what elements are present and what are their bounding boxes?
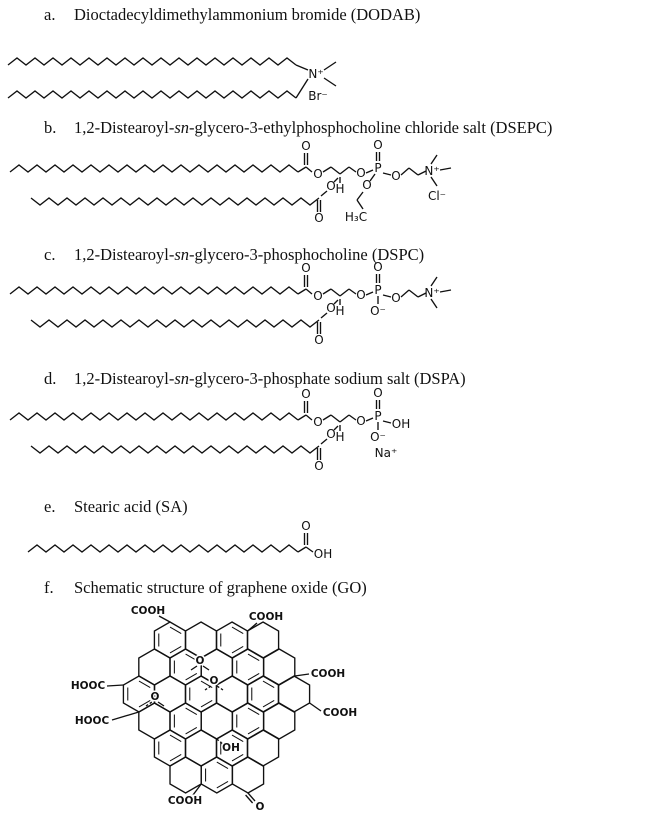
phosphoester-oxygen-label: O [391,169,400,183]
section-d-heading: d. 1,2-Distearoyl-sn-glycero-3-phosphate … [0,369,466,388]
phosphoryl-oxygen-label: O [373,140,382,152]
phosphorus-label: P [374,161,381,175]
go-substituent-bonds [106,615,322,804]
section-f-letter: f. [44,578,54,597]
title-italic: sn [174,369,190,388]
quaternary-nitrogen-label: N⁺ [308,67,323,81]
carbonyl-oxygen-label: O [314,211,323,225]
section-c-heading: c. 1,2-Distearoyl-sn-glycero-3-phosphocho… [0,245,424,264]
carboxyl-group-label: COOH [131,605,165,617]
carbonyl-oxygen-label: O [301,520,310,533]
stereocenter-hydrogen-label: H [335,430,344,444]
carboxyl-group-label: COOH [168,795,202,807]
dspc-structure: O O H O O O P O O N⁺ O⁻ [9,262,452,347]
phosphoester-oxygen-label: O [391,291,400,305]
carbonyl-oxygen-label: O [314,459,323,473]
title-text: -glycero-3-phosphate sodium salt (DSPA) [189,369,466,388]
ester-oxygen-label: O [326,301,335,315]
phosphate-anion-oxygen-label: O⁻ [370,304,386,318]
title-text: Stearic acid (SA) [74,497,188,516]
dspa-structure: O O H O O O P O OH O⁻ Na⁺ [9,388,410,473]
phosphoester-oxygen-label: O [362,178,371,192]
epoxide-oxygen-label: O [196,655,205,667]
phosphate-anion-oxygen-label: O⁻ [370,430,386,444]
phosphoester-oxygen-label: O [356,166,365,180]
title-text: -glycero-3-phosphocholine (DSPC) [189,245,425,264]
graphene-oxide-structure: COOH COOH HOOC HOOC COOH COOH COOH O O O… [69,604,358,815]
bromide-ion-label: Br⁻ [308,89,328,103]
ester-oxygen-label: O [313,167,322,181]
carbonyl-oxygen-label: O [301,262,310,275]
stearic-acid-skeleton [27,533,314,553]
section-f-heading: f. Schematic structure of graphene oxide … [0,578,367,597]
title-text: Schematic structure of graphene oxide (G… [74,578,367,597]
epoxide-oxygen-label: O [151,691,160,703]
ester-oxygen-label: O [326,179,335,193]
section-a-heading: a. Dioctadecyldimethylammonium bromide (D… [0,5,420,24]
section-a-title: Dioctadecyldimethylammonium bromide (DOD… [74,5,420,24]
hydroxyl-group-label: OH [222,742,240,754]
section-b-letter: b. [44,118,57,137]
carboxyl-group-label: HOOC [75,715,110,727]
phosphoryl-oxygen-label: O [373,388,382,400]
section-e-title: Stearic acid (SA) [74,497,188,516]
ethyl-methyl-label: H₃C [345,210,367,224]
carbonyl-oxygen-label: O [301,388,310,401]
dodab-structure: N⁺ Br⁻ [7,57,337,103]
title-text: Dioctadecyldimethylammonium bromide (DOD… [74,5,421,24]
dspc-skeleton [9,274,452,334]
phosphoryl-oxygen-label: O [373,262,382,274]
dodab-skeleton [7,57,337,99]
phosphoester-oxygen-label: O [356,288,365,302]
graphene-lattice [122,621,311,794]
epoxide-oxygen-label: O [210,675,219,687]
section-c-title: 1,2-Distearoyl-sn-glycero-3-phosphocholi… [74,245,424,264]
phosphorus-label: P [374,283,381,297]
ketone-oxygen-label: O [256,801,265,813]
sodium-ion-label: Na⁺ [375,446,398,460]
section-a-letter: a. [44,5,56,24]
carboxyl-group-label: COOH [249,611,283,623]
section-b-heading: b. 1,2-Distearoyl-sn-glycero-3-ethylphosp… [0,118,552,137]
section-f-title: Schematic structure of graphene oxide (G… [74,578,367,597]
title-text: 1,2-Distearoyl- [74,118,175,137]
title-italic: sn [174,245,190,264]
section-d-title: 1,2-Distearoyl-sn-glycero-3-phosphate so… [74,369,466,388]
title-text: 1,2-Distearoyl- [74,369,175,388]
section-d-letter: d. [44,369,57,388]
carboxyl-group-label: COOH [311,668,345,680]
stearic-acid-structure: O OH [27,520,332,561]
section-e-heading: e. Stearic acid (SA) [0,497,188,516]
chloride-ion-label: Cl⁻ [428,189,446,203]
quaternary-nitrogen-label: N⁺ [424,164,439,178]
quaternary-nitrogen-label: N⁺ [424,286,439,300]
dsepc-structure: O O H O O O P O O N⁺ Cl⁻ O H₃C [9,140,452,225]
carboxyl-group-label: COOH [323,707,357,719]
carboxyl-group-label: HOOC [71,680,106,692]
carbonyl-oxygen-label: O [314,333,323,347]
carboxyl-hydroxyl-label: OH [314,547,332,561]
phosphoester-oxygen-label: O [356,414,365,428]
stereocenter-hydrogen-label: H [335,182,344,196]
ester-oxygen-label: O [313,415,322,429]
phosphorus-label: P [374,409,381,423]
dsepc-skeleton [9,152,452,212]
title-text: -glycero-3-ethylphosphocholine chloride … [189,118,553,137]
title-text: 1,2-Distearoyl- [74,245,175,264]
title-italic: sn [174,118,190,137]
ester-oxygen-label: O [326,427,335,441]
ester-oxygen-label: O [313,289,322,303]
section-c-letter: c. [44,245,56,264]
section-b-title: 1,2-Distearoyl-sn-glycero-3-ethylphospho… [74,118,552,137]
dspa-skeleton [9,400,392,460]
carbonyl-oxygen-label: O [301,140,310,153]
stereocenter-hydrogen-label: H [335,304,344,318]
section-e-letter: e. [44,497,56,516]
phosphate-hydroxyl-label: OH [392,417,410,431]
